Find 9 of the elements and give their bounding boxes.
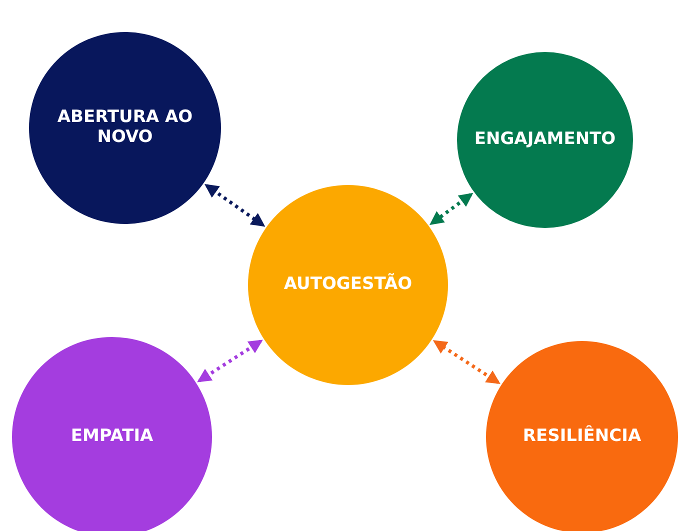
circle-label: AUTOGESTÃO bbox=[282, 275, 414, 295]
double-arrow bbox=[197, 340, 263, 382]
circle-label: EMPATIA bbox=[70, 427, 154, 447]
circle-label: ENGAJAMENTO bbox=[473, 130, 617, 150]
double-arrow bbox=[204, 184, 266, 227]
double-arrow bbox=[430, 192, 474, 225]
double-arrow bbox=[432, 340, 500, 384]
circle-label: ABERTURA AO NOVO bbox=[56, 108, 194, 148]
circle-label: RESILIÊNCIA bbox=[522, 427, 642, 447]
